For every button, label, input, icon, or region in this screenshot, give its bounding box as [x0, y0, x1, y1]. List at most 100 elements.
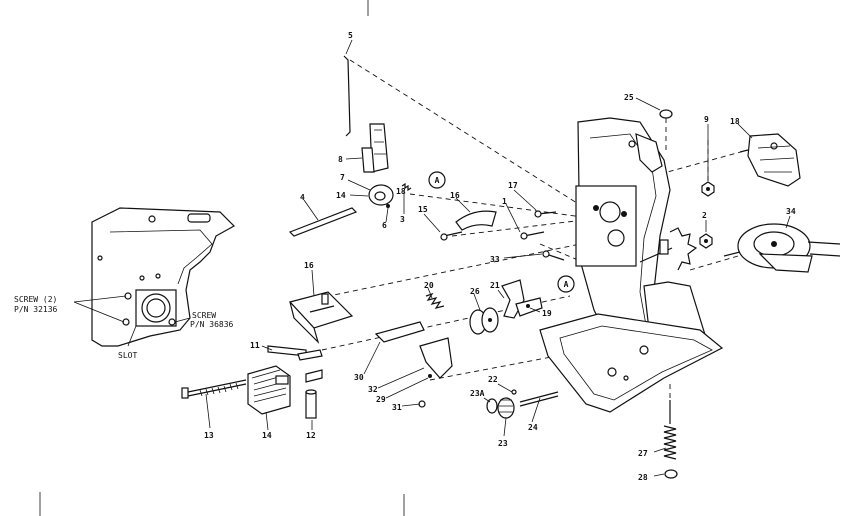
inset-note-pn36836: P/N 36836: [190, 320, 234, 329]
inset-note-slot: SLOT: [118, 351, 137, 360]
part-main-frame: [575, 117, 707, 357]
callout-29: 29: [376, 395, 386, 404]
callout-32: 32: [368, 385, 378, 394]
callout-16-upper: 16: [450, 191, 460, 200]
part-gear-23: [497, 397, 515, 419]
part-rod-5: [343, 55, 351, 137]
inset-hole: [148, 215, 156, 223]
inset-screw-right: [168, 318, 176, 326]
part-screw-29: [428, 374, 432, 378]
callout-13: 13: [204, 431, 214, 440]
callout-1: 1: [502, 197, 507, 206]
inset-slot-opening: [187, 213, 211, 223]
part-pulley-26: [469, 307, 499, 335]
callout-12: 12: [306, 431, 316, 440]
callout-11: 11: [250, 341, 260, 350]
callout-25: 25: [624, 93, 634, 102]
callout-5: 5: [348, 31, 353, 40]
part-leaf-16a: [455, 210, 497, 231]
marker-a-upper-label: A: [435, 176, 440, 185]
callout-3: 3: [400, 215, 405, 224]
centerline-bolt15: [451, 217, 601, 237]
callout-14-upper: 14: [336, 191, 346, 200]
inset-boss-inner: [146, 298, 166, 318]
inset-note-screw2: SCREW (2): [14, 295, 57, 304]
part-bracket-16: [288, 291, 354, 345]
callout-9: 9: [704, 115, 709, 124]
callout-17: 17: [508, 181, 518, 190]
callout-7: 7: [340, 173, 345, 182]
inset-boss-plate: [135, 289, 177, 327]
callout-23a: 23A: [470, 389, 485, 398]
part-bolt-13: [181, 379, 247, 399]
centerline-screw33: [539, 243, 579, 261]
callout-23: 23: [498, 439, 508, 448]
leader-screw-right: [174, 317, 191, 323]
part-screw-1: [520, 231, 545, 240]
part-spring-27: [663, 400, 677, 460]
leader-slot: [127, 325, 137, 347]
centerline-reel34: [689, 255, 739, 271]
centerline-bearing: [409, 193, 591, 219]
part-cap-28: [664, 469, 678, 479]
inset-note-screw: SCREW: [192, 311, 216, 320]
part-base: [539, 313, 724, 413]
part-pin-12: [305, 389, 317, 419]
part-motor-14: [247, 365, 291, 415]
part-screw-33: [542, 250, 565, 261]
inset-hole: [97, 255, 103, 261]
part-roller-7: [368, 184, 394, 208]
part-cord-reel-34: [723, 223, 841, 273]
part-plate-32: [419, 337, 453, 379]
callout-28: 28: [638, 473, 648, 482]
part-nut-9: [701, 181, 715, 197]
centerline-switch18: [659, 149, 749, 175]
centerline-bracket16: [299, 241, 591, 303]
callout-31: 31: [392, 403, 402, 412]
callout-18-right: 18: [730, 117, 740, 126]
leader-screw-upper: [73, 295, 127, 303]
reference-marker-a-lower: A: [557, 275, 575, 293]
inset-hole: [155, 273, 161, 279]
callout-30: 30: [354, 373, 364, 382]
part-pin-22: [511, 389, 517, 395]
callout-34: 34: [786, 207, 796, 216]
inset-boss-outer: [141, 293, 171, 323]
part-bolt-15: [440, 231, 463, 241]
callout-4: 4: [300, 193, 305, 202]
inset-hole: [139, 275, 145, 281]
part-switch-18: [739, 133, 801, 187]
callout-20: 20: [424, 281, 434, 290]
part-lever-30: [374, 321, 425, 343]
part-washer-25: [659, 109, 673, 119]
callout-33: 33: [490, 255, 500, 264]
callout-26: 26: [470, 287, 480, 296]
part-spring-18a: [401, 182, 412, 192]
leader-screw-lower: [73, 301, 125, 323]
reference-marker-a-upper: A: [428, 171, 446, 189]
callout-27: 27: [638, 449, 648, 458]
callout-labels: 5 8 7 14 6 3 18 4 15 16 17 1 33 25 9 18 …: [204, 31, 796, 482]
callout-15: 15: [418, 205, 428, 214]
part-shaft-24: [519, 391, 559, 407]
marker-a-lower-label: A: [564, 280, 569, 289]
part-pins-11: [267, 345, 323, 383]
callout-16-lower: 16: [304, 261, 314, 270]
callout-24: 24: [528, 423, 538, 432]
callout-19: 19: [542, 309, 552, 318]
part-screw-17: [534, 210, 557, 218]
callout-leaders: [205, 39, 791, 477]
callout-21: 21: [490, 281, 500, 290]
centerline-pin5: [349, 59, 589, 211]
callout-6: 6: [382, 221, 387, 230]
part-shaft-4: [288, 207, 358, 237]
part-washer-23a: [486, 398, 498, 414]
part-bracket-8: [361, 123, 389, 173]
inset-housing-outline: [91, 207, 235, 347]
part-link-pivot: [526, 304, 530, 308]
callout-2: 2: [702, 211, 707, 220]
callout-8: 8: [338, 155, 343, 164]
inset-detail: SCREW (2) P/N 32136 SCREW P/N 36836 SLOT: [14, 207, 235, 360]
part-spring-20: [425, 292, 445, 309]
